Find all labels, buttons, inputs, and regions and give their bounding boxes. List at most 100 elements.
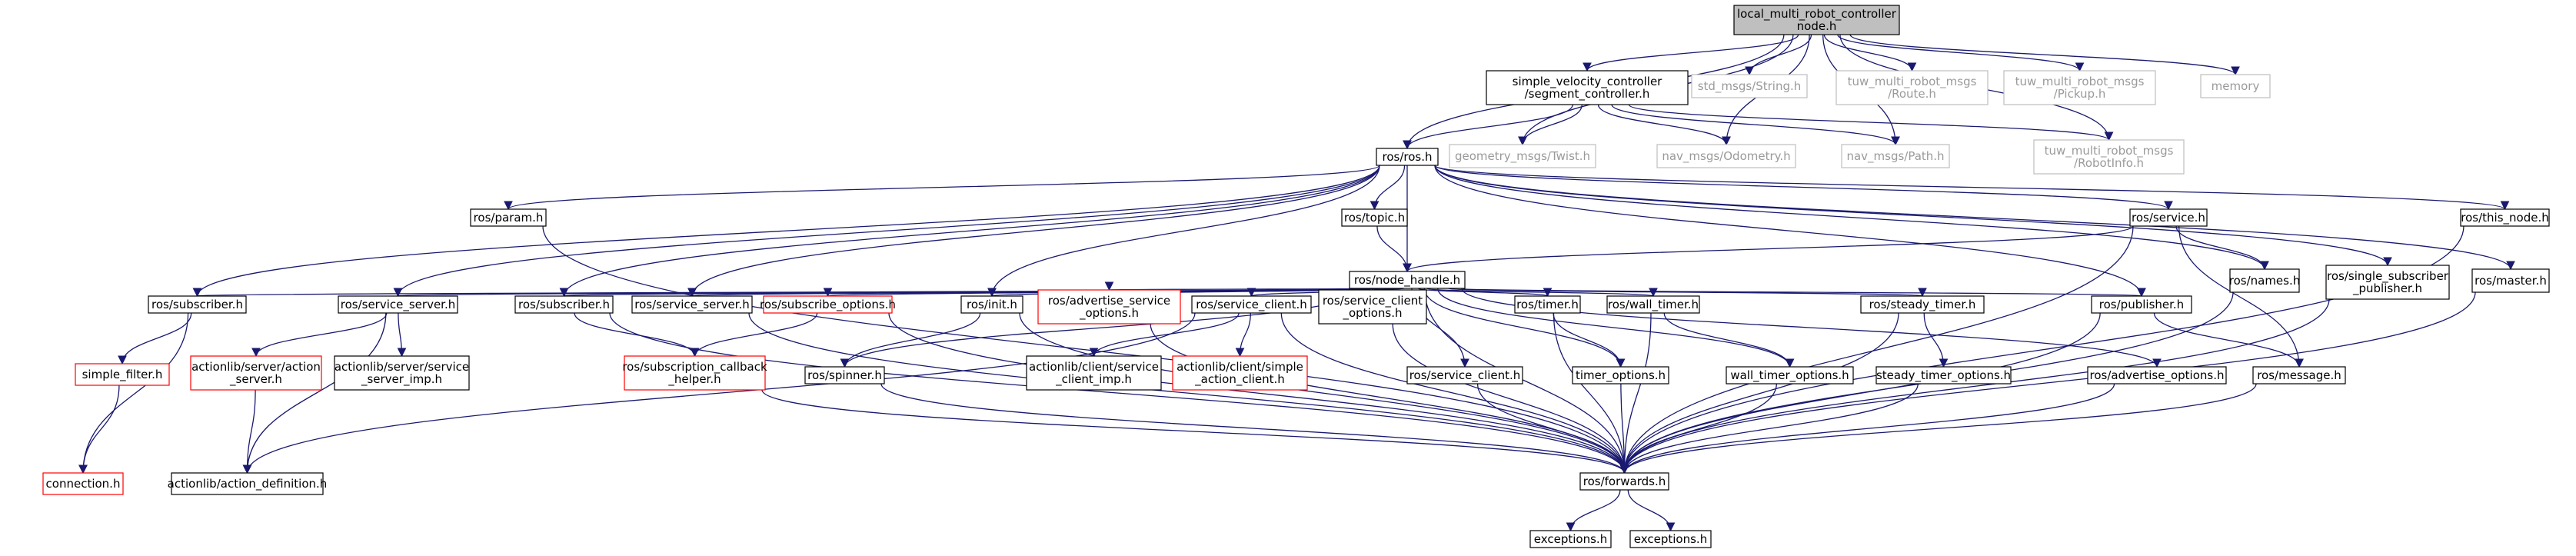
node-service_client_b[interactable]: ros/service_client.h bbox=[1406, 366, 1523, 385]
edge-ros_h-to-publisher bbox=[1434, 165, 2146, 298]
node-param[interactable]: ros/param.h bbox=[470, 208, 547, 227]
node-box bbox=[1486, 70, 1689, 105]
edge-advertise_options-to-forwards bbox=[1619, 383, 2115, 474]
node-service_server_imp[interactable]: actionlib/server/service_server_imp.h bbox=[334, 355, 470, 391]
edge-topic-to-node_handle bbox=[1376, 225, 1412, 273]
node-box bbox=[2129, 208, 2208, 227]
node-box bbox=[42, 472, 124, 495]
edge-root-to-std_string bbox=[1745, 34, 1812, 76]
node-client_imp[interactable]: actionlib/client/service_client_imp.h bbox=[1026, 355, 1162, 391]
node-spinner[interactable]: ros/spinner.h bbox=[804, 366, 885, 385]
node-label: _server.h bbox=[229, 372, 282, 387]
node-box bbox=[2003, 70, 2156, 105]
node-box bbox=[334, 355, 470, 391]
node-single_sub[interactable]: ros/single_subscriber_publisher.h bbox=[2325, 265, 2450, 300]
edge-ros_h-to-service_server_b bbox=[687, 165, 1380, 298]
node-label: tuw_multi_robot_msgs bbox=[2015, 75, 2145, 89]
edge-message-to-forwards bbox=[1619, 383, 2257, 474]
edge-service_client_a-to-client_imp bbox=[1089, 312, 1240, 358]
edge-ros_h-to-topic bbox=[1370, 165, 1406, 211]
node-simple_filter[interactable]: simple_filter.h bbox=[75, 363, 170, 386]
node-box bbox=[1606, 295, 1700, 314]
edge-master-to-forwards bbox=[1619, 291, 2476, 474]
node-subscriber_b[interactable]: ros/subscriber.h bbox=[514, 295, 614, 314]
node-message[interactable]: ros/message.h bbox=[2252, 366, 2346, 385]
node-wall_timer_options[interactable]: wall_timer_options.h bbox=[1726, 366, 1854, 385]
node-wall_timer[interactable]: ros/wall_timer.h bbox=[1606, 295, 1700, 314]
node-init[interactable]: ros/init.h bbox=[960, 295, 1023, 314]
node-timer[interactable]: ros/timer.h bbox=[1514, 295, 1581, 314]
edge-spinner-to-forwards bbox=[880, 383, 1629, 474]
node-label: tuw_multi_robot_msgs bbox=[1848, 75, 1977, 89]
node-label: ros/subscription_callback bbox=[622, 360, 767, 375]
node-adv_service_opts[interactable]: ros/advertise_service_options.h bbox=[1037, 289, 1181, 325]
node-label: timer_options.h bbox=[1576, 368, 1666, 383]
node-label: actionlib/client/simple bbox=[1177, 360, 1303, 374]
node-action_server[interactable]: actionlib/server/action_server.h bbox=[190, 355, 322, 391]
edge-subscribe_options-to-forwards bbox=[888, 312, 1629, 474]
node-label: actionlib/client/service bbox=[1029, 360, 1159, 374]
edge-root-to-memory bbox=[1849, 34, 2240, 76]
node-label: ros/steady_timer.h bbox=[1869, 298, 1976, 312]
node-label: memory bbox=[2212, 79, 2260, 93]
edge-service_client_a-to-forwards bbox=[1280, 312, 1629, 474]
node-box bbox=[2460, 208, 2550, 227]
node-forwards[interactable]: ros/forwards.h bbox=[1579, 472, 1669, 491]
node-label: ros/message.h bbox=[2257, 368, 2341, 382]
node-label: _helper.h bbox=[667, 372, 721, 387]
node-service_client_a[interactable]: ros/service_client.h bbox=[1191, 295, 1312, 314]
node-label: _publisher.h bbox=[2352, 281, 2422, 296]
node-timer_options[interactable]: timer_options.h bbox=[1572, 366, 1669, 385]
node-subscribe_options[interactable]: ros/subscribe_options.h bbox=[760, 295, 896, 314]
node-box bbox=[1875, 366, 2012, 385]
node-advertise_options[interactable]: ros/advertise_options.h bbox=[2087, 366, 2227, 385]
node-this_node[interactable]: ros/this_node.h bbox=[2460, 208, 2550, 227]
node-service[interactable]: ros/service.h bbox=[2129, 208, 2208, 227]
node-label: node.h bbox=[1797, 19, 1837, 33]
node-label: /segment_controller.h bbox=[1525, 87, 1650, 102]
node-label: steady_timer_options.h bbox=[1876, 368, 2011, 383]
node-simple_action_client[interactable]: actionlib/client/simple_action_client.h bbox=[1172, 355, 1308, 391]
node-box bbox=[1579, 472, 1669, 491]
node-exceptions_b[interactable]: exceptions.h bbox=[1629, 530, 1712, 548]
node-ros_h[interactable]: ros/ros.h bbox=[1376, 148, 1439, 166]
node-box bbox=[763, 295, 893, 314]
node-label: ros/service_server.h bbox=[341, 298, 456, 312]
node-label: ros/names.h bbox=[2229, 274, 2301, 288]
node-label: ros/single_subscriber bbox=[2327, 269, 2449, 284]
node-topic[interactable]: ros/topic.h bbox=[1341, 208, 1408, 227]
edge-ros_h-to-init bbox=[987, 165, 1380, 298]
edge-service_server_a-to-action_definition bbox=[242, 312, 387, 474]
node-label: ros/subscriber.h bbox=[151, 298, 243, 311]
node-action_definition[interactable]: actionlib/action_definition.h bbox=[168, 472, 328, 495]
node-connection[interactable]: connection.h bbox=[42, 472, 124, 495]
node-svc[interactable]: simple_velocity_controller/segment_contr… bbox=[1486, 70, 1689, 105]
node-label: wall_timer_options.h bbox=[1730, 368, 1849, 383]
edge-timer-to-timer_options bbox=[1553, 312, 1626, 368]
node-service_server_b[interactable]: ros/service_server.h bbox=[631, 295, 753, 314]
node-service_server_a[interactable]: ros/service_server.h bbox=[338, 295, 458, 314]
edge-steady_timer-to-steady_timer_options bbox=[1923, 312, 1949, 368]
edge-single_sub-to-forwards bbox=[1619, 298, 2330, 474]
node-path: nav_msgs/Path.h bbox=[1841, 144, 1950, 168]
node-exceptions_a[interactable]: exceptions.h bbox=[1529, 530, 1612, 548]
node-box bbox=[631, 295, 753, 314]
node-route: tuw_multi_robot_msgs/Route.h bbox=[1835, 70, 1989, 105]
node-box bbox=[2229, 268, 2300, 293]
node-steady_timer_options[interactable]: steady_timer_options.h bbox=[1875, 366, 2012, 385]
node-names[interactable]: ros/names.h bbox=[2229, 268, 2301, 293]
node-steady_timer[interactable]: ros/steady_timer.h bbox=[1860, 295, 1985, 314]
node-master[interactable]: ros/master.h bbox=[2471, 268, 2550, 293]
edge-sub_cb_helper-to-forwards bbox=[761, 389, 1629, 474]
node-node_handle[interactable]: ros/node_handle.h bbox=[1349, 271, 1466, 289]
edge-root-to-route bbox=[1823, 34, 1917, 72]
node-publisher[interactable]: ros/publisher.h bbox=[2091, 295, 2192, 314]
node-subscriber_a[interactable]: ros/subscriber.h bbox=[148, 295, 247, 314]
node-label: local_multi_robot_controller bbox=[1737, 7, 1897, 22]
node-sub_cb_helper[interactable]: ros/subscription_callback_helper.h bbox=[622, 355, 767, 391]
node-service_client_opts[interactable]: ros/service_client_options.h bbox=[1318, 289, 1427, 325]
node-label: nav_msgs/Path.h bbox=[1846, 149, 1944, 164]
node-label: ros/spinner.h bbox=[807, 368, 882, 382]
